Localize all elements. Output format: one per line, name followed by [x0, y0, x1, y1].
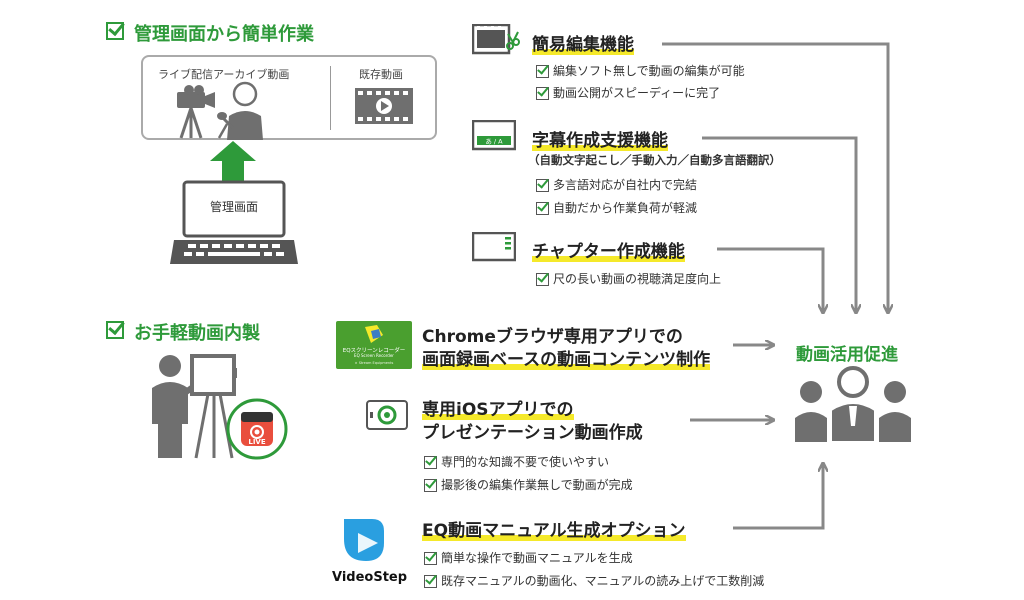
recorder-logo-icon [365, 325, 383, 343]
edit-item-2: 動画公開がスピーディーに完了 [536, 84, 720, 101]
edit-feature-title: 簡易編集機能 [532, 35, 634, 55]
subtitle-screen-icon: あ / A [472, 120, 516, 151]
subtitle-feature-title: 字幕作成支援機能 [532, 131, 668, 151]
ios-app-line2: プレゼンテーション動画作成 [422, 423, 643, 443]
edit-item-1: 編集ソフト無しで動画の編集が可能 [536, 62, 745, 79]
chapter-feature-title: チャプター作成機能 [532, 242, 685, 262]
upload-arrow-icon [210, 141, 256, 181]
recorder-logo-line3: × Stream Equipments [354, 361, 394, 365]
result-title: 動画活用促進 [796, 345, 898, 365]
chapter-screen-icon [472, 232, 516, 262]
box-divider [330, 66, 331, 130]
section2-checkbox-icon [106, 319, 124, 339]
video-edit-icon [472, 24, 520, 55]
subtitle-item-2: 自動だから作業負荷が軽減 [536, 199, 697, 216]
section1-title: 管理画面から簡単作業 [134, 24, 314, 45]
camera-presenter-icon [177, 81, 263, 140]
live-app-icon [226, 398, 288, 460]
videostep-logo-icon [344, 519, 384, 561]
live-badge: LIVE [248, 438, 266, 446]
ios-app-line1: 専用iOSアプリでの [422, 400, 574, 420]
arrow-videostep [733, 464, 823, 530]
section1-checkbox-icon [106, 20, 124, 40]
selfie-recording-icon [152, 354, 237, 459]
subtitle-item-1: 多言語対応が自社内で完結 [536, 176, 697, 193]
videostep-item-2: 既存マニュアルの動画化、マニュアルの読み上げで工数削減 [424, 572, 764, 589]
subtitle-feature-note: （自動文字起こし／手動入力／自動多言語翻訳） [528, 153, 781, 167]
section2-title: お手軽動画内製 [134, 323, 260, 344]
recorder-logo-line1: EQスクリーンレコーダー [342, 348, 406, 354]
arrow-edit [662, 42, 888, 312]
laptop-icon [170, 180, 298, 264]
arrow-subtitle [702, 136, 856, 312]
people-group-icon [795, 366, 911, 443]
videostep-item-1: 簡単な操作で動画マニュアルを生成 [424, 549, 633, 566]
ios-camera-app-icon [366, 400, 408, 430]
ios-item-2: 撮影後の編集作業無しで動画が完成 [424, 476, 633, 493]
chrome-app-line2: 画面録画ベースの動画コンテンツ制作 [422, 350, 711, 370]
videostep-logo-text: VideoStep [332, 570, 408, 585]
videostep-title: EQ動画マニュアル生成オプション [422, 521, 686, 541]
film-icon [355, 88, 413, 124]
existing-video-label: 既存動画 [359, 68, 403, 81]
svg-text:あ / A: あ / A [485, 138, 503, 146]
eq-screen-recorder-logo: EQスクリーンレコーダー EQ Screen Recorder × Stream… [336, 321, 412, 369]
chapter-item-1: 尺の長い動画の視聴満足度向上 [536, 270, 721, 287]
laptop-label: 管理画面 [209, 200, 258, 214]
recorder-logo-line2: EQ Screen Recorder [354, 353, 394, 358]
ios-item-1: 専門的な知識不要で使いやすい [424, 453, 609, 470]
arrow-chapter [717, 247, 823, 312]
live-archive-label: ライブ配信アーカイブ動画 [158, 68, 290, 81]
chrome-app-line1: Chromeブラウザ専用アプリでの [422, 327, 683, 347]
